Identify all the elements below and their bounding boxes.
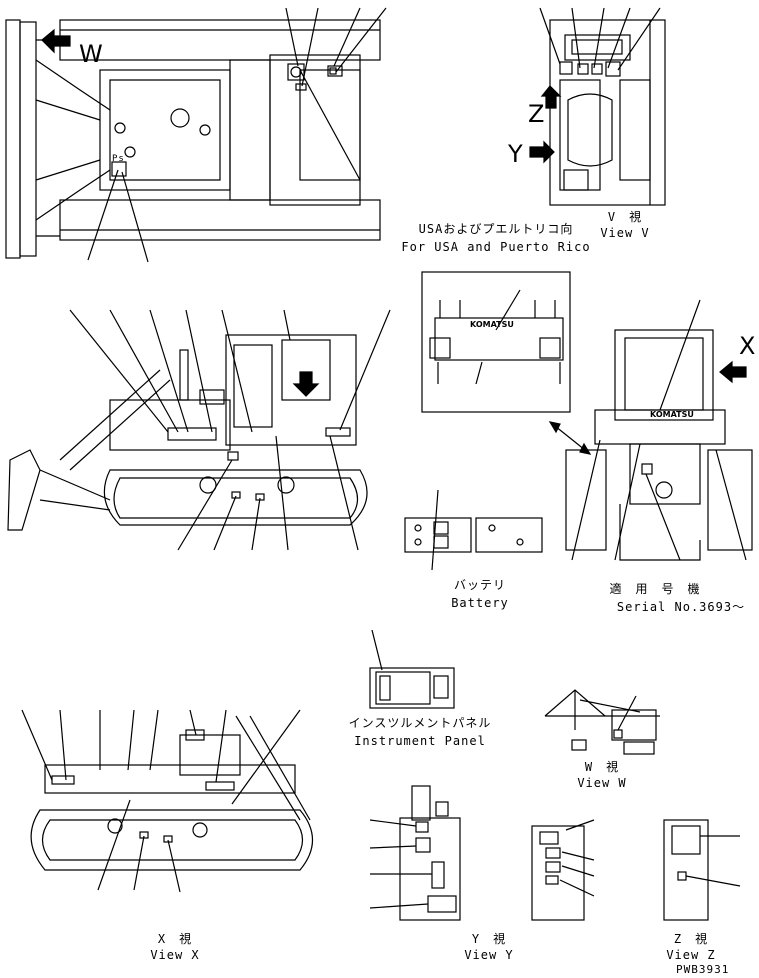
view-x-en: View X: [150, 948, 200, 962]
view-z-jp: Z 視: [673, 932, 709, 946]
view-y: [369, 785, 461, 921]
view-z-middle: [531, 819, 595, 921]
usa-label-en: For USA and Puerto Rico: [401, 240, 591, 254]
instrument-panel-label-jp: インスツルメントパネル: [348, 716, 492, 730]
view-v: [529, 7, 666, 206]
brand-mark-usa: KOMATSU: [470, 320, 514, 329]
battery-label-en: Battery: [451, 596, 509, 610]
view-w-en: View W: [577, 776, 627, 790]
instrument-panel-diagram: [369, 629, 455, 709]
view-w: [544, 689, 660, 755]
plan-view: [5, 7, 387, 263]
view-v-en: View V: [600, 226, 650, 240]
battery-diagram: [404, 489, 543, 571]
side-view: [7, 309, 391, 551]
battery-label-jp: バッテリ: [453, 578, 506, 592]
drawing-number: PWB3931: [676, 963, 730, 976]
view-v-jp: V 視: [607, 210, 643, 224]
view-y-jp: Y 視: [471, 932, 507, 946]
marker-w: W: [79, 40, 103, 68]
view-z-en: View Z: [666, 948, 716, 962]
serial-label-jp: 適 用 号 機: [609, 582, 701, 596]
view-x: [21, 709, 313, 893]
view-x-jp: X 視: [157, 932, 193, 946]
usa-box: [421, 271, 571, 413]
view-y-en: View Y: [464, 948, 514, 962]
marker-z: Z: [528, 100, 545, 128]
view-w-jp: W 視: [584, 760, 620, 774]
marker-ps: Ps: [112, 154, 125, 164]
marker-x: X: [739, 332, 756, 360]
usa-label-jp: USAおよびプエルトリコ向: [418, 222, 574, 236]
serial-label-en: Serial No.3693～: [616, 600, 746, 614]
instrument-panel-label-en: Instrument Panel: [354, 734, 486, 748]
view-z: [663, 819, 741, 921]
rear-view: [548, 299, 753, 561]
marker-y: Y: [508, 140, 523, 168]
brand-mark-rear: KOMATSU: [650, 410, 694, 419]
